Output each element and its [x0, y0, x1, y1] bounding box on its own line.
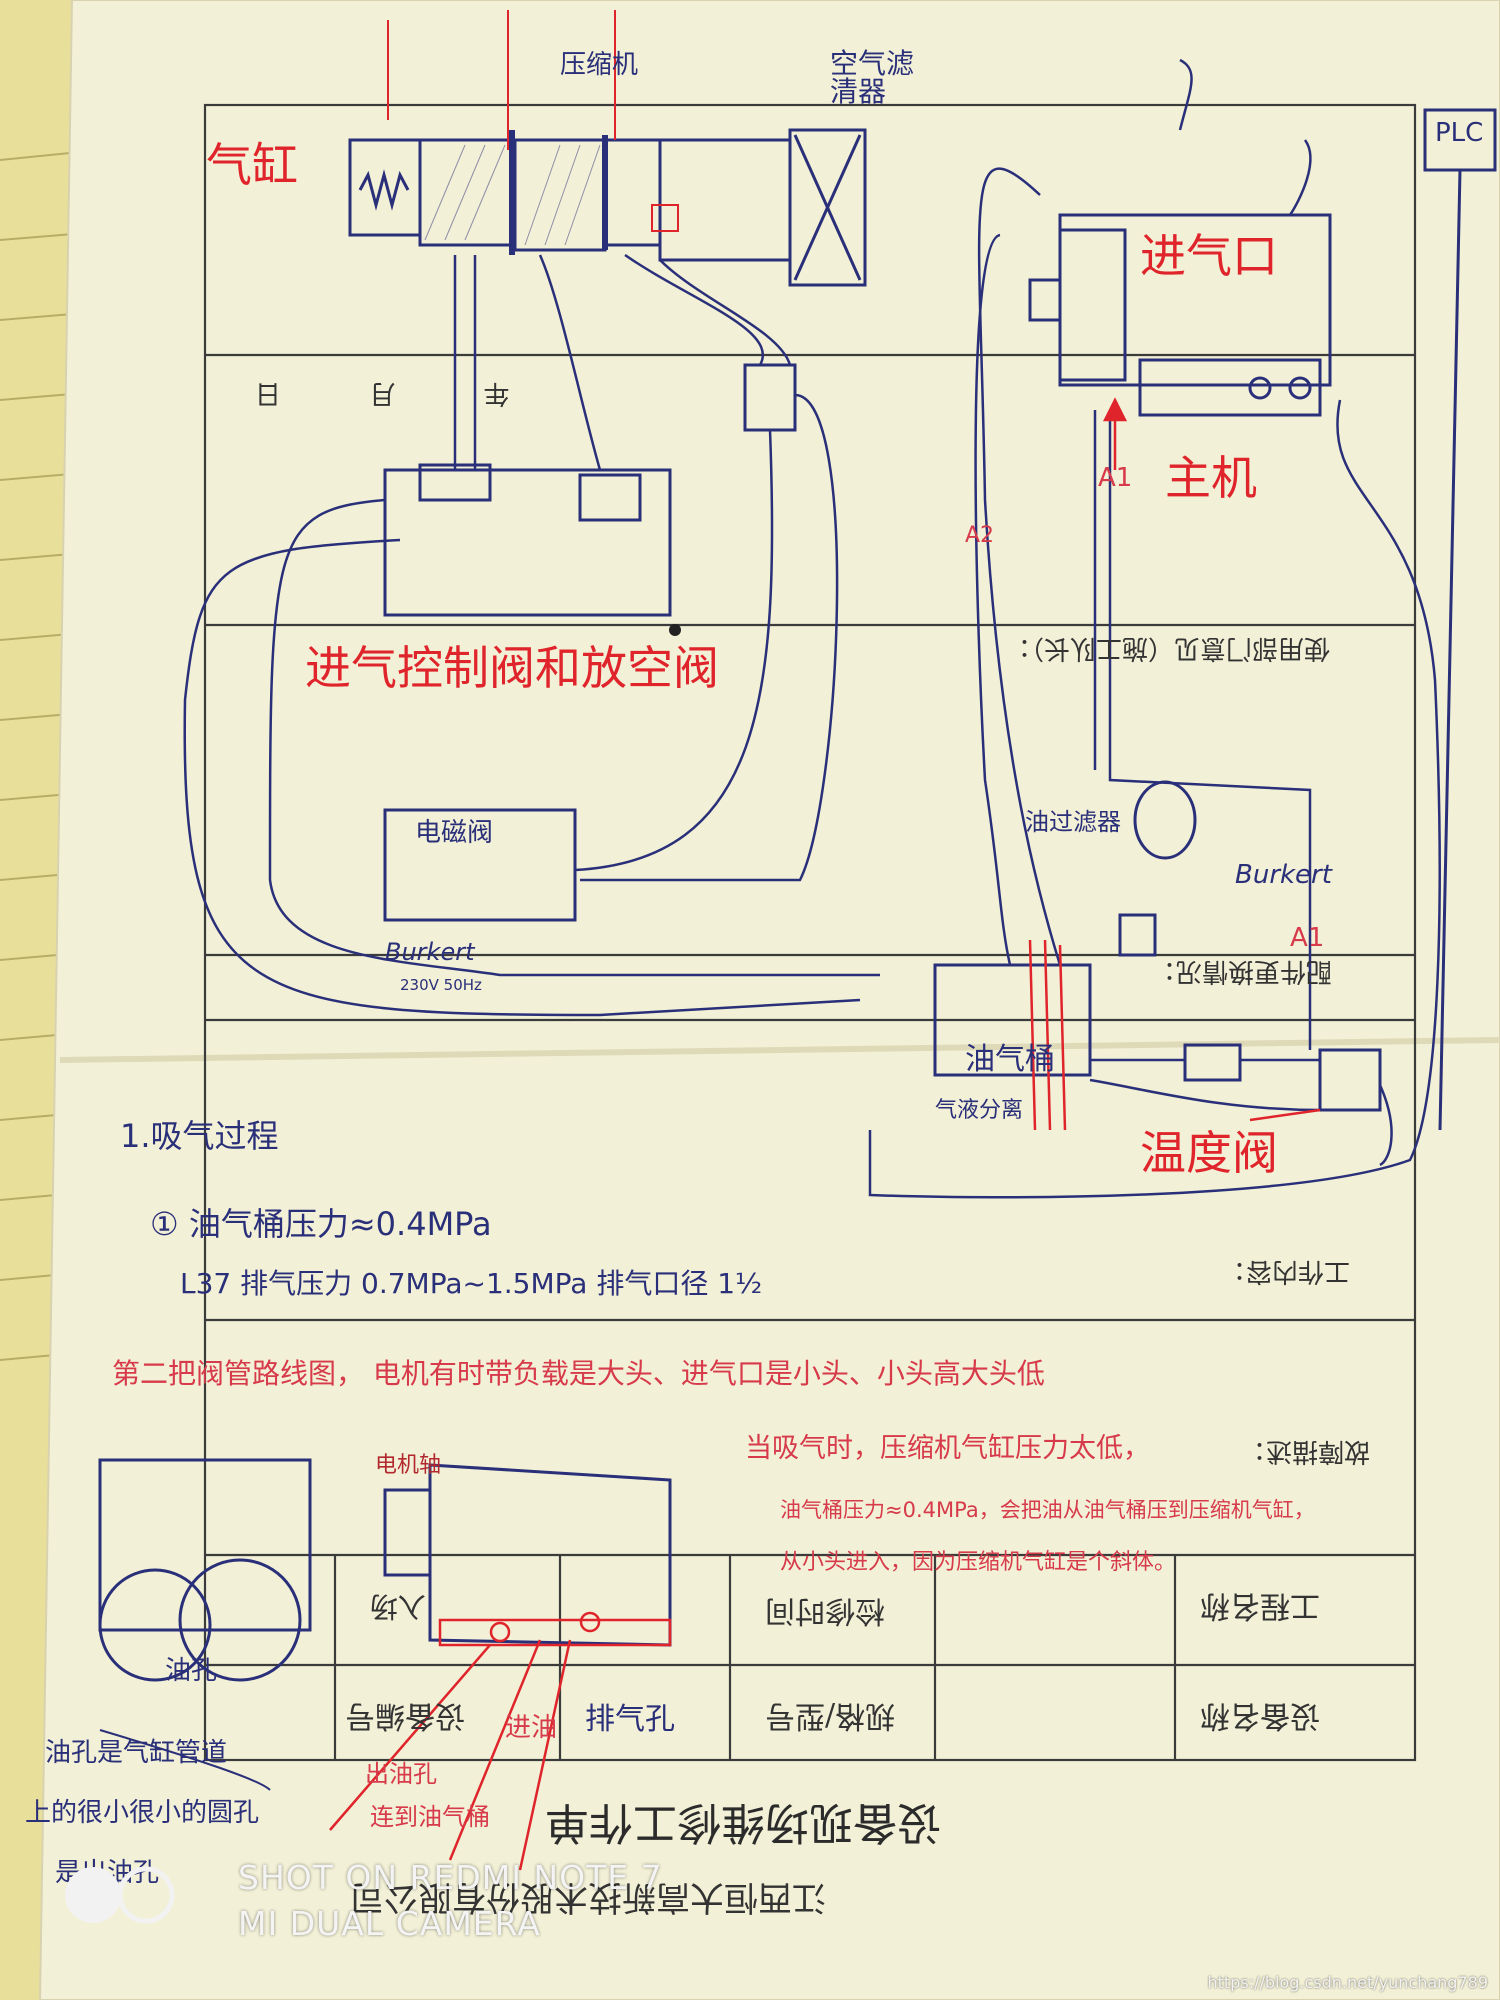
left-note-1: 油孔是气缸管道	[45, 1738, 228, 1768]
oil-tank-note: 油气桶	[965, 1042, 1055, 1077]
a1-upper-marker: A1	[1098, 463, 1133, 493]
watermark-line-1: SHOT ON REDMI NOTE 7	[238, 1858, 663, 1897]
form-dept-opinion: 使用部门意见（施工队长）：	[1005, 633, 1331, 663]
process-title: 1.吸气过程	[120, 1117, 279, 1155]
form-spec-model: 规格/型号	[765, 1698, 896, 1733]
camera-logo-icon	[65, 1866, 175, 1924]
red-note-1: 第二把阀管路线图， 电机有时带负载是大头、进气口是小头、小头高大头低	[112, 1357, 1045, 1390]
main-unit-label: 主机	[1165, 451, 1257, 505]
a2-marker: A2	[965, 523, 995, 548]
form-parts: 配件更换情况：	[1150, 956, 1333, 986]
oil-inlet-note: 进油	[505, 1713, 558, 1743]
form-fault-desc: 故障描述：	[1240, 1436, 1371, 1466]
separator-note: 气液分离	[935, 1098, 1024, 1123]
motor-shaft-note: 电机轴	[375, 1453, 442, 1478]
red-note-4: 从小头进入，因为压缩机气缸是个斜体。	[780, 1550, 1177, 1575]
form-equipment-name: 设备名称	[1200, 1698, 1320, 1733]
red-arrow-note-2: 连到油气桶	[370, 1803, 490, 1831]
form-title: 设备现场维修工作单	[545, 1797, 941, 1848]
red-note-2: 当吸气时，压缩机气缸压力太低，	[745, 1433, 1150, 1464]
compressor-note: 压缩机	[560, 50, 639, 80]
watermark-line-2: MI DUAL CAMERA	[238, 1904, 541, 1943]
solenoid-note: 电磁阀	[415, 818, 494, 848]
burkert-right-note: Burkert	[1235, 860, 1332, 890]
intake-control-valve-label: 进气控制阀和放空阀	[305, 641, 719, 695]
form-project-name: 工程名称	[1200, 1588, 1320, 1623]
voltage-note: 230V 50Hz	[400, 976, 482, 994]
air-inlet-label: 进气口	[1140, 229, 1278, 283]
red-arrow-note-1: 出油孔	[365, 1760, 437, 1788]
oil-filter-note: 油过滤器	[1025, 808, 1121, 836]
form-equipment-no: 设备编号	[345, 1698, 465, 1733]
oil-hole-note: 油孔	[165, 1656, 218, 1686]
source-url: https://blog.csdn.net/yunchang789	[1207, 1973, 1488, 1992]
form-entry: 入场	[370, 1590, 427, 1623]
form-date: 年 月 日	[215, 378, 510, 408]
process-line-2: L37 排气压力 0.7MPa~1.5MPa 排气口径 1½	[180, 1267, 763, 1300]
burkert-left-note: Burkert	[385, 938, 475, 966]
form-repair-time: 检修时间	[765, 1593, 885, 1628]
air-filter-note: 空气滤清器	[830, 47, 915, 108]
left-note-2: 上的很小很小的圆孔	[25, 1798, 260, 1828]
a1-lower-marker: A1	[1290, 923, 1325, 953]
process-line-1: ① 油气桶压力≈0.4MPa	[150, 1205, 492, 1243]
red-note-3: 油气桶压力≈0.4MPa，会把油从油气桶压到压缩机气缸，	[780, 1498, 1315, 1522]
exhaust-hole-note: 排气孔	[585, 1702, 675, 1737]
plc-note: PLC	[1435, 118, 1484, 148]
cylinder-label: 气缸	[206, 138, 298, 192]
form-work-content: 工作内容：	[1220, 1256, 1351, 1286]
temp-valve-label: 温度阀	[1140, 1126, 1278, 1180]
